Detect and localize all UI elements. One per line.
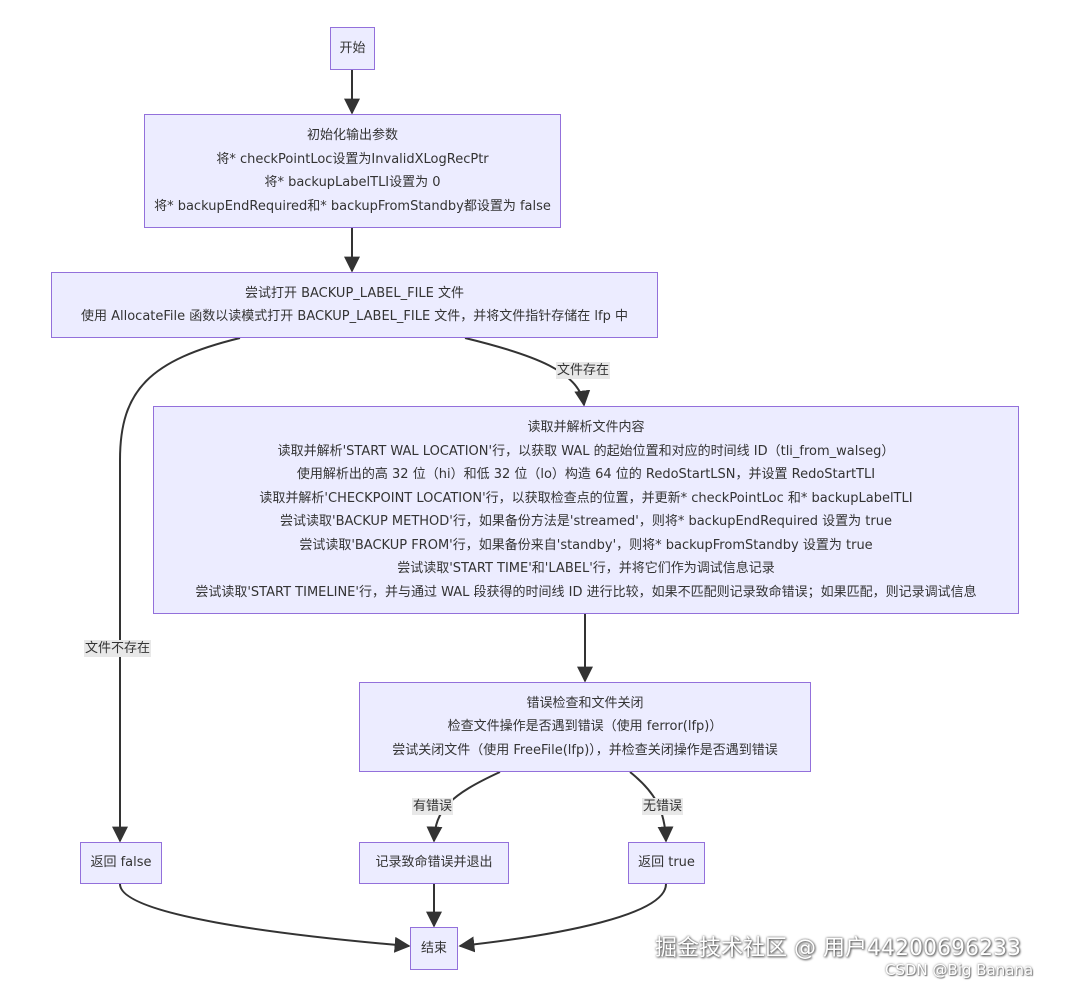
- edge-open-parse: [464, 337, 591, 407]
- node-parse-line: 尝试读取'BACKUP FROM'行，如果备份来自'standby'，则将* b…: [299, 537, 873, 553]
- node-log-fatal: 记录致命错误并退出: [359, 842, 509, 884]
- node-parse-line: 尝试读取'START TIME'和'LABEL'行，并将它们作为调试信息记录: [397, 561, 775, 576]
- edge-retfalse-end: [119, 883, 411, 953]
- node-end-text: 结束: [420, 940, 447, 956]
- edge-label-file-not-exists: 文件不存在: [84, 640, 152, 657]
- node-parse-title: 读取并解析文件内容: [527, 420, 645, 435]
- node-open: 尝试打开 BACKUP_LABEL_FILE 文件 使用 AllocateFil…: [51, 272, 658, 338]
- edge-label-file-exists: 文件存在: [556, 362, 611, 379]
- node-init: 初始化输出参数 将* checkPointLoc设置为InvalidXLogRe…: [144, 114, 561, 228]
- node-return-false: 返回 false: [80, 842, 162, 884]
- watermark-csdn: CSDN @Big Banana: [885, 961, 1034, 979]
- node-parse: 读取并解析文件内容 读取并解析'START WAL LOCATION'行，以获取…: [153, 406, 1019, 614]
- edge-label-has-error: 有错误: [412, 798, 454, 815]
- node-parse-line: 读取并解析'START WAL LOCATION'行，以获取 WAL 的起始位置…: [277, 443, 895, 459]
- node-init-line: 将* backupEndRequired和* backupFromStandby…: [154, 198, 551, 214]
- edge-rettrue-end: [458, 883, 667, 953]
- node-return-true-text: 返回 true: [638, 855, 695, 871]
- node-return-false-text: 返回 false: [90, 855, 152, 871]
- node-start: 开始: [330, 27, 375, 70]
- node-log-fatal-text: 记录致命错误并退出: [375, 855, 493, 871]
- node-init-line: 将* checkPointLoc设置为InvalidXLogRecPtr: [216, 151, 489, 167]
- watermark-juejin: 掘金技术社区 @ 用户44200696233: [655, 936, 1021, 961]
- node-init-line: 将* backupLabelTLI设置为 0: [264, 175, 441, 190]
- node-parse-line: 读取并解析'CHECKPOINT LOCATION'行，以获取检查点的位置，并更…: [259, 490, 913, 506]
- node-check-line: 检查文件操作是否遇到错误（使用 ferror(lfp)）: [447, 719, 723, 735]
- node-check-line: 尝试关闭文件（使用 FreeFile(lfp)），并检查关闭操作是否遇到错误: [392, 742, 778, 758]
- node-parse-line: 使用解析出的高 32 位（hi）和低 32 位（lo）构造 64 位的 Redo…: [296, 467, 876, 482]
- edge-open-retfalse: [112, 337, 241, 843]
- node-parse-line: 尝试读取'BACKUP METHOD'行，如果备份方法是'streamed'，则…: [280, 514, 892, 529]
- node-init-title: 初始化输出参数: [306, 128, 398, 143]
- node-check-title: 错误检查和文件关闭: [526, 695, 644, 711]
- node-parse-line: 尝试读取'START TIMELINE'行，并与通过 WAL 段获得的时间线 I…: [195, 584, 977, 600]
- node-check: 错误检查和文件关闭 检查文件操作是否遇到错误（使用 ferror(lfp)） 尝…: [359, 682, 811, 772]
- node-open-title: 尝试打开 BACKUP_LABEL_FILE 文件: [244, 285, 465, 301]
- node-return-true: 返回 true: [628, 842, 705, 884]
- node-open-line: 使用 AllocateFile 函数以读模式打开 BACKUP_LABEL_FI…: [80, 309, 629, 324]
- node-end: 结束: [410, 927, 458, 970]
- edge-label-no-error: 无错误: [642, 798, 684, 815]
- node-start-text: 开始: [339, 40, 366, 56]
